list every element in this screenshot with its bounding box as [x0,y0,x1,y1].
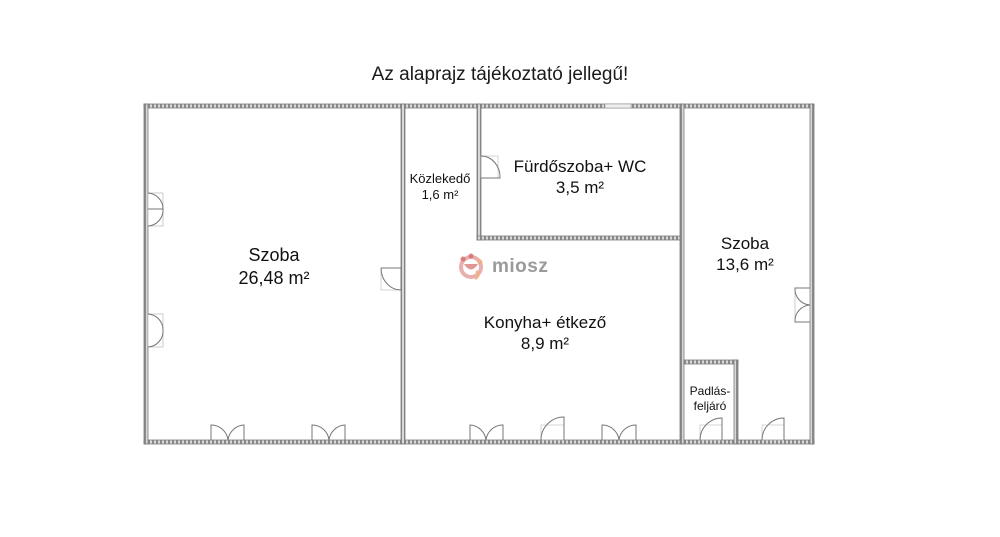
window-icon [311,424,346,441]
room-furdoszoba: Fürdőszoba+ WC 3,5 m² [490,156,670,199]
room-area: 13,6 m² [716,255,774,275]
door-icon [147,192,164,227]
door-icon [147,313,164,348]
room-kozlekedo: Közlekedő 1,6 m² [401,171,479,204]
watermark-logo: miosz [454,252,549,282]
walls [143,103,815,445]
window-icon [210,424,245,441]
window-icon [469,424,504,441]
doors [147,155,811,441]
room-name: Szoba [720,234,770,253]
room-area: 1,6 m² [421,187,459,203]
door-icon [699,417,723,441]
room-szoba-right: Szoba 13,6 m² [690,233,800,276]
room-szoba-left: Szoba 26,48 m² [214,244,334,289]
door-icon [540,416,565,441]
watermark-text: miosz [492,256,549,277]
door-icon [480,155,501,179]
room-area: 3,5 m² [555,178,605,198]
plan-disclaimer-title: Az alaprajz tájékoztató jellegű! [371,64,629,85]
room-name: Konyha+ étkező [483,313,607,332]
door-icon [794,287,811,323]
room-area: 8,9 m² [520,334,570,354]
room-padlasfeljaro: Padlás- feljáró [682,384,738,414]
window-icon [601,424,637,441]
room-name: Fürdőszoba+ WC [513,157,647,176]
room-name: Szoba [248,245,300,265]
room-konyha: Konyha+ étkező 8,9 m² [460,312,630,355]
room-area: 26,48 m² [238,267,310,288]
door-icon [761,417,785,441]
room-name-2: feljáró [693,399,727,413]
miosz-logo-icon [459,253,483,281]
door-icon [380,267,402,291]
room-name: Közlekedő [409,171,471,186]
room-name: Padlás- [689,384,731,398]
